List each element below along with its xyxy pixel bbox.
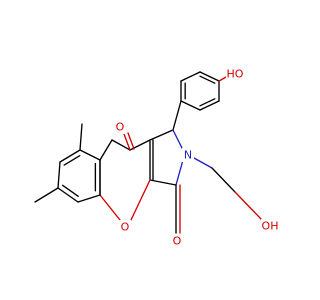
atom-label-phenol-oh: HO: [226, 67, 244, 81]
atom-label-chain-oh: OH: [261, 219, 279, 233]
phenyl-bond-0: [199, 71, 220, 82]
benzo-bond-4: [77, 194, 101, 203]
atom-label-ring-oxygen: O: [119, 220, 131, 234]
svg-text:N: N: [184, 149, 192, 162]
benzo-bond-0: [79, 149, 101, 161]
ring5-bond-1: [149, 129, 174, 141]
methyl-bond-lower: [34, 187, 59, 203]
pyran-bond-2: [111, 139, 131, 151]
ring5-bond-n1: [172, 129, 184, 151]
phenyl-to-ring-bond: [172, 100, 182, 131]
pyran-bond-6: [130, 179, 151, 221]
svg-text:HO: HO: [227, 68, 244, 81]
svg-text:OH: OH: [262, 220, 279, 233]
ring5-bond-3: [149, 179, 177, 186]
phenyl-inner-bond-0: [199, 75, 216, 84]
ring5-bond-n2: [175, 159, 184, 186]
chain-bond-2: [234, 191, 263, 221]
phenyl-bond-5: [180, 71, 201, 82]
svg-text:O: O: [121, 221, 130, 234]
bond-layer: [34, 71, 263, 234]
pyran-bond-3: [99, 139, 113, 161]
phenyl-bond-2: [199, 100, 220, 111]
chemical-structure-diagram: HO O N OH O O: [34, 67, 279, 248]
atom-label-ring-nitrogen: N: [182, 148, 194, 162]
pyran-bond-5: [99, 194, 121, 221]
benzo-inner-bond-1: [63, 155, 81, 166]
benzo-bond-2: [57, 161, 61, 189]
atom-label-lactam-oxygen: O: [171, 234, 183, 248]
benzo-bond-1: [59, 149, 81, 163]
atom-label-ketone-oxygen: O: [114, 120, 126, 134]
n-chain-bond: [193, 157, 213, 169]
atom-label-layer: HO O N OH O O: [114, 67, 279, 248]
benzo-bond-3: [57, 187, 79, 203]
ketone-bond-2: [127, 132, 135, 150]
svg-text:O: O: [116, 121, 125, 134]
benzo-inner-bond-3: [61, 184, 79, 197]
ketone-bond-1: [123, 133, 131, 151]
phenyl-bond-3: [180, 100, 201, 111]
methyl-bond-upper: [79, 123, 83, 151]
phenyl-inner-bond-2: [199, 98, 216, 107]
chain-bond-1: [211, 167, 236, 193]
svg-text:O: O: [173, 235, 182, 248]
